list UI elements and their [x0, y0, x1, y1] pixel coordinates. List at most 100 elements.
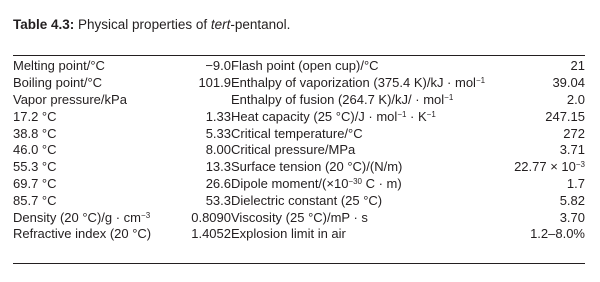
cell-text: 17.2 °C [13, 108, 57, 124]
property-value-left: 8.00 [161, 142, 231, 159]
table-row: Vapor pressure/kPa Enthalpy of fusion (26… [13, 92, 585, 109]
cell-text: 13.3 [205, 159, 231, 175]
table-caption: Table 4.3: Physical properties of tert-p… [13, 17, 290, 33]
cell-text: Dipole moment/(×10 [231, 175, 349, 191]
cell-text: Critical temperature/°C [231, 125, 363, 141]
property-name-right: Dipole moment/(×10−30 C · m) [231, 176, 477, 193]
property-value-left [161, 92, 231, 109]
cell-text: 247.15 [545, 108, 585, 124]
property-name-left: Melting point/°C [13, 58, 161, 75]
cell-text: Refractive index (20 °C) [13, 226, 152, 242]
cell-text: 8.00 [205, 142, 231, 158]
property-value-right: 39.04 [477, 75, 585, 92]
cell-text: 69.7 °C [13, 175, 57, 191]
cell-text: · K [406, 108, 427, 124]
property-name-left: Density (20 °C)/g · cm−3 [13, 209, 161, 226]
property-value-right: 3.70 [477, 209, 585, 226]
superscript: −3 [575, 160, 585, 170]
cell-text: 0.8090 [191, 209, 231, 225]
cell-text: 55.3 °C [13, 159, 57, 175]
property-value-left: −9.0 [161, 58, 231, 75]
cell-text: Melting point/°C [13, 58, 105, 74]
cell-text: 21 [570, 58, 585, 74]
cell-text: 1.7 [566, 175, 585, 191]
table-bottom-rule [13, 263, 585, 265]
cell-text: 38.8 °C [13, 125, 57, 141]
superscript: −1 [444, 92, 454, 102]
cell-text: Boiling point/°C [13, 75, 103, 91]
property-name-right: Enthalpy of fusion (264.7 K)/kJ/ · mol−1 [231, 92, 477, 109]
caption-text-end: -pentanol. [230, 17, 291, 32]
property-value-right: 247.15 [477, 108, 585, 125]
property-value-left: 1.4052 [161, 226, 231, 243]
superscript: −1 [426, 109, 436, 119]
cell-text: C · m) [362, 175, 402, 191]
property-name-left: 55.3 °C [13, 159, 161, 176]
cell-text: 1.2–8.0% [530, 226, 585, 242]
property-name-right: Flash point (open cup)/°C [231, 58, 477, 75]
property-name-right: Critical pressure/MPa [231, 142, 477, 159]
cell-text: Explosion limit in air [231, 226, 346, 242]
cell-text: 85.7 °C [13, 192, 57, 208]
cell-text: 26.6 [205, 175, 231, 191]
superscript: −1 [475, 76, 486, 86]
cell-text: Critical pressure/MPa [231, 142, 356, 158]
property-value-right: 21 [477, 58, 585, 75]
property-value-left: 13.3 [161, 159, 231, 176]
property-name-left: 85.7 °C [13, 192, 161, 209]
property-value-left: 5.33 [161, 125, 231, 142]
cell-text: 53.3 [205, 192, 231, 208]
cell-text: 272 [563, 125, 585, 141]
property-value-left: 0.8090 [161, 209, 231, 226]
property-name-left: 69.7 °C [13, 176, 161, 193]
cell-text: 1.4052 [191, 226, 231, 242]
cell-text: 2.0 [566, 91, 585, 107]
cell-text: Dielectric constant (25 °C) [231, 192, 383, 208]
property-name-right: Viscosity (25 °C)/mP · s [231, 209, 477, 226]
property-value-left: 26.6 [161, 176, 231, 193]
cell-text: 46.0 °C [13, 142, 57, 158]
property-name-right: Critical temperature/°C [231, 125, 477, 142]
property-name-left: 46.0 °C [13, 142, 161, 159]
cell-text: Heat capacity (25 °C)/J · mol [231, 108, 398, 124]
superscript: −1 [397, 109, 407, 119]
property-name-left: 38.8 °C [13, 125, 161, 142]
property-value-left: 101.9 [161, 75, 231, 92]
property-value-right: 272 [477, 125, 585, 142]
property-value-right: 2.0 [477, 92, 585, 109]
cell-text: 101.9 [198, 75, 231, 91]
caption-text: Physical properties of [74, 17, 211, 32]
cell-text: 3.71 [559, 142, 585, 158]
cell-text: Density (20 °C)/g · cm [13, 209, 142, 225]
cell-text: 1.33 [205, 108, 231, 124]
cell-text: Enthalpy of vaporization (375.4 K)/kJ · … [231, 75, 476, 91]
property-value-right: 1.7 [477, 176, 585, 193]
cell-text: 5.82 [559, 192, 585, 208]
cell-text: −9.0 [205, 58, 231, 74]
cell-text: Flash point (open cup)/°C [231, 58, 379, 74]
property-value-right: 3.71 [477, 142, 585, 159]
superscript: −30 [348, 176, 362, 186]
superscript: −3 [141, 210, 151, 220]
property-name-right: Surface tension (20 °C)/(N/m) [231, 159, 477, 176]
property-name-right: Heat capacity (25 °C)/J · mol−1 · K−1 [231, 108, 477, 125]
caption-italic-text: tert [210, 17, 231, 32]
property-value-left: 53.3 [161, 192, 231, 209]
property-name-left: Vapor pressure/kPa [13, 92, 161, 109]
property-value-right: 5.82 [477, 192, 585, 209]
cell-text: Enthalpy of fusion (264.7 K)/kJ/ · mol [231, 91, 445, 107]
table-top-rule [13, 55, 585, 57]
cell-text: Viscosity (25 °C)/mP · s [231, 209, 368, 225]
cell-text: 39.04 [552, 75, 585, 91]
